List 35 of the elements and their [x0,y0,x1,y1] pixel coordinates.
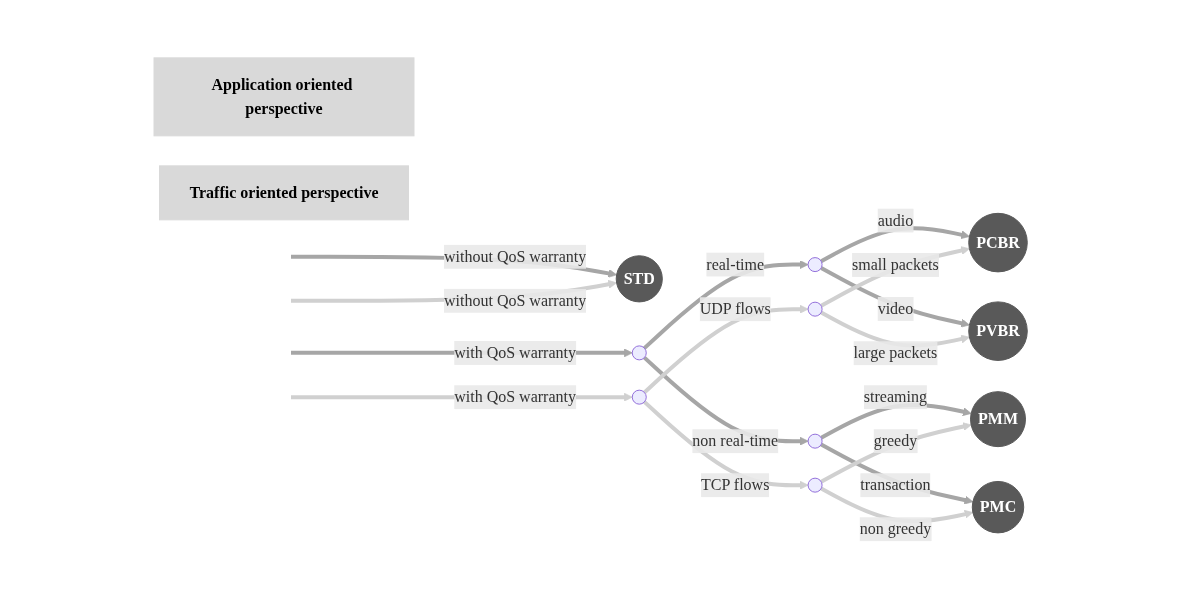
node-point [807,433,823,449]
edge-label: without QoS warranty [443,291,587,309]
node-point [631,389,647,405]
edge-label: video [877,299,914,317]
edge-label: real-time [706,255,764,273]
edge-label: non greedy [859,520,932,538]
node-point [807,477,823,493]
edge-label: streaming [863,388,927,406]
node-circle: PVBR [968,301,1028,361]
node-circle: PMC [971,480,1025,534]
edge-label: large packets [853,344,938,362]
edge-label: TCP flows [700,476,770,494]
edge-label: UDP flows [699,300,771,318]
node-box: Traffic oriented perspective [158,165,409,221]
edge-label: transaction [860,476,931,494]
arrow [820,442,974,505]
edge-label: small packets [851,255,939,273]
edge-label: audio [877,211,914,229]
node-box: Application oriented perspective [153,57,415,137]
arrow [820,422,972,484]
edge-label: with QoS warranty [454,343,576,361]
arrow [820,266,970,328]
edge-label: greedy [873,432,918,450]
edge-label: with QoS warranty [454,388,576,406]
arrow [642,260,809,350]
arrow [820,246,970,308]
arrow [642,400,809,490]
node-circle: PMM [969,391,1026,448]
edge-label: non real-time [692,432,778,450]
edge-label: without QoS warranty [443,247,587,265]
node-circle: PCBR [968,212,1028,273]
node-point [807,301,823,317]
node-circle: STD [615,255,663,303]
node-point [807,257,823,273]
node-point [631,345,647,361]
